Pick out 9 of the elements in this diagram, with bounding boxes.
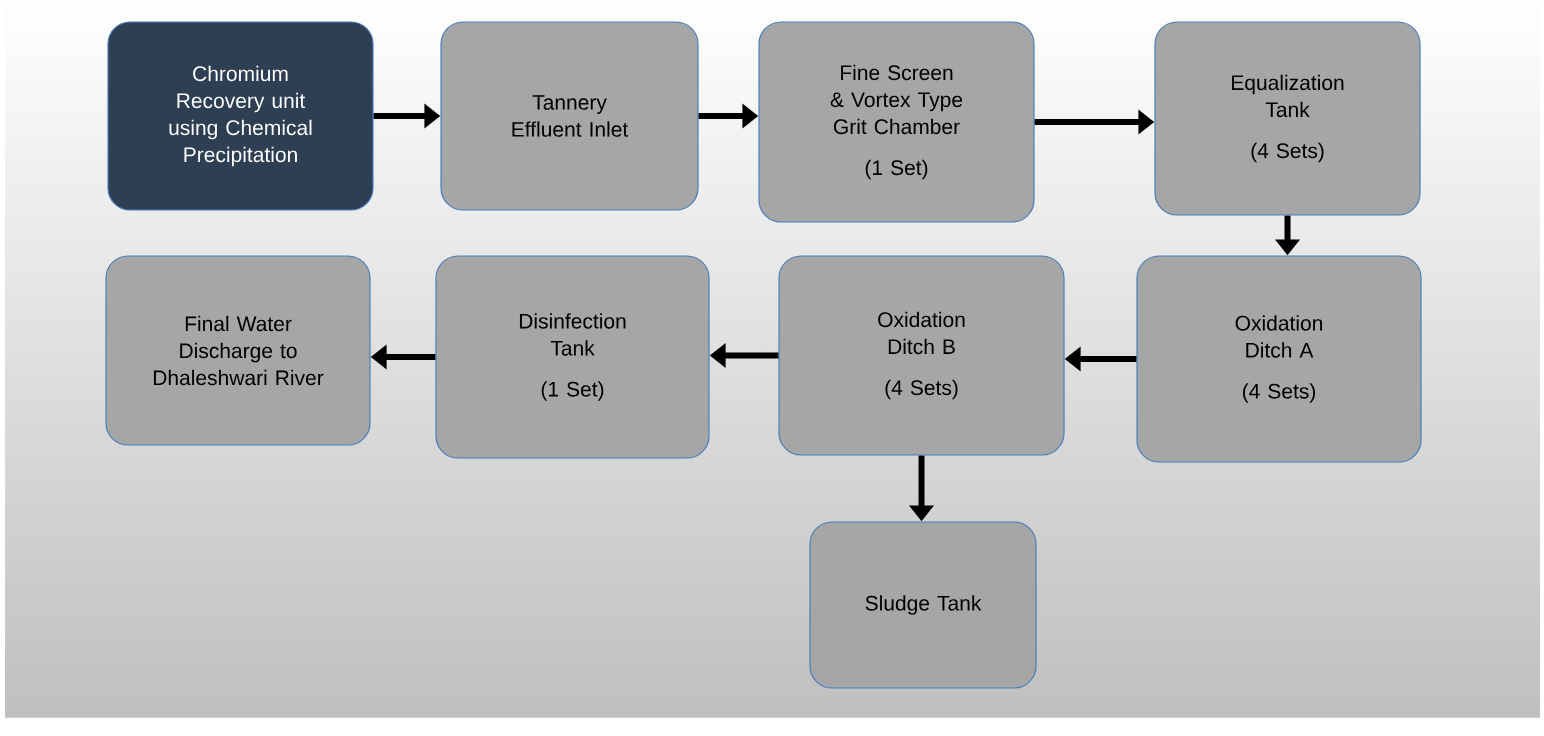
process-box: Oxidation Ditch A (4 Sets) [1136, 255, 1422, 463]
process-box: Equalization Tank (4 Sets) [1154, 21, 1421, 216]
process-box: Fine Screen & Vortex Type Grit Chamber (1 Set) [758, 21, 1035, 223]
process-box: Disinfection Tank (1 Set) [435, 255, 710, 459]
process-box: Final Water Discharge to Dhaleshwari River [105, 255, 371, 446]
process-box: Oxidation Ditch B (4 Sets) [778, 255, 1065, 456]
process-box: Sludge Tank [809, 521, 1037, 689]
process-box: Chromium Recovery unit using Chemical Precipitation [107, 21, 374, 211]
process-box: Tannery Effluent Inlet [440, 21, 699, 211]
